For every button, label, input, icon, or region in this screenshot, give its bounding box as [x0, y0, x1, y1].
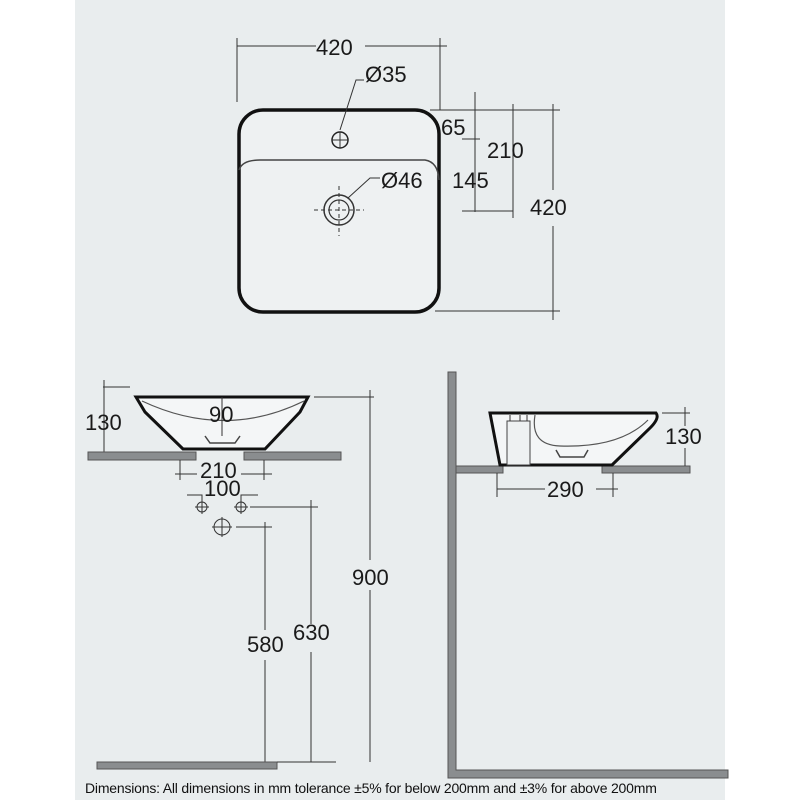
- bowl-depth-label: 90: [209, 402, 233, 427]
- waste-offset-label: 210: [487, 138, 524, 163]
- pipe-spacing-label: 100: [204, 476, 241, 501]
- plan-view: [236, 38, 560, 320]
- counter-height-label: 900: [352, 565, 389, 590]
- base-depth-label: 290: [547, 477, 584, 502]
- waste-diameter-label: Ø46: [381, 168, 423, 193]
- plan-width-label: 420: [316, 35, 353, 60]
- front-elevation: [87, 380, 374, 770]
- side-height-label: 130: [665, 424, 702, 449]
- tap-offset-label: 65: [441, 115, 465, 140]
- tap-hole-diameter-label: Ø35: [365, 62, 407, 87]
- side-elevation: [447, 371, 729, 779]
- front-height-label: 130: [85, 410, 122, 435]
- dimensions-caption: Dimensions: All dimensions in mm toleran…: [85, 780, 657, 796]
- supply-height-label: 630: [293, 620, 330, 645]
- base-width-label: 210: [200, 458, 237, 483]
- waste-height-label: 580: [247, 632, 284, 657]
- bowl-to-waste-label: 145: [452, 168, 489, 193]
- plan-depth-label: 420: [530, 195, 567, 220]
